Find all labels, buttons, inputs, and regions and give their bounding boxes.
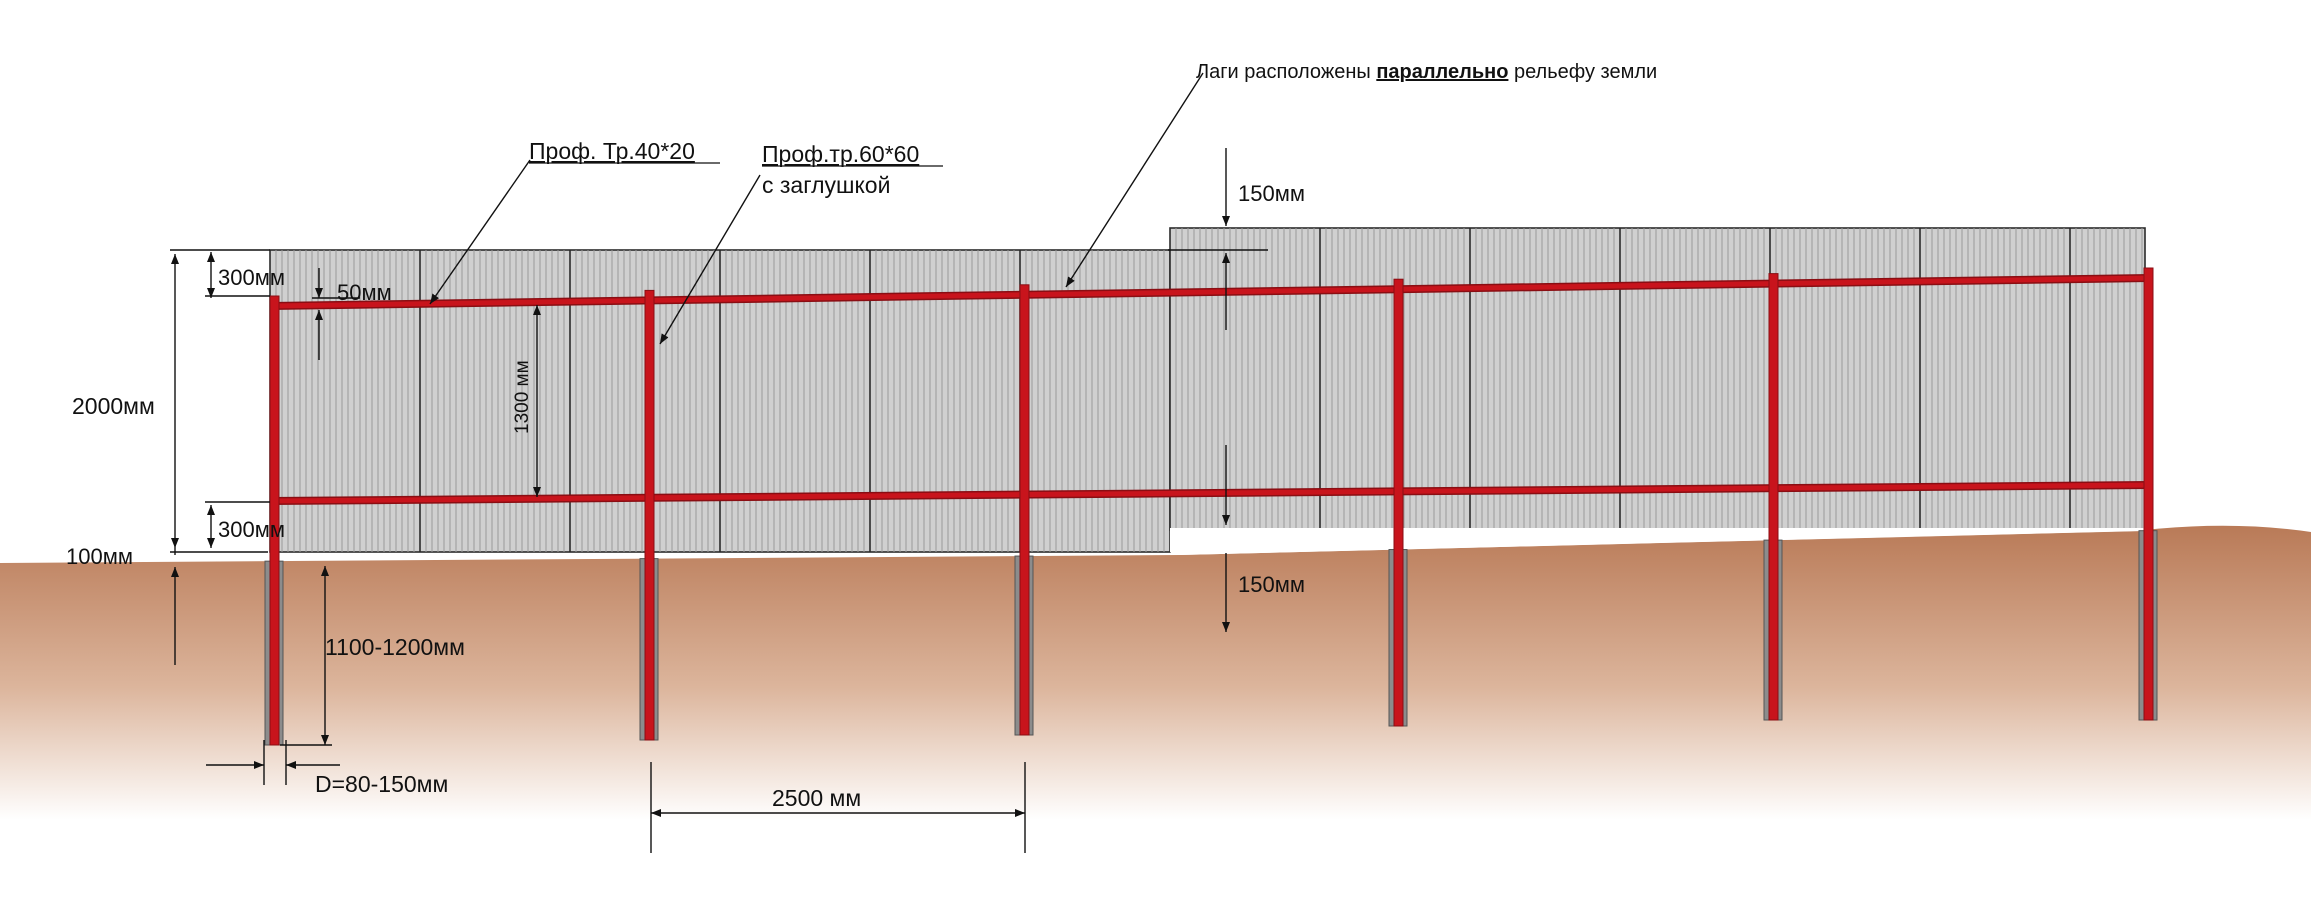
fence-post [269, 295, 280, 746]
rail-spacing-label: 1300 мм [512, 360, 533, 434]
upper-rail [269, 275, 2151, 309]
rail-gap-label: 50мм [337, 280, 392, 305]
fence-post [644, 289, 655, 741]
bottom-offset-label: 300мм [218, 517, 285, 542]
lagi-note: Лаги расположены параллельно рельефу зем… [1196, 61, 1657, 83]
fence-post [1019, 284, 1030, 736]
fence-sheets [269, 227, 2146, 555]
fence-post [1768, 273, 1779, 721]
step-bottom-label: 150мм [1238, 572, 1305, 597]
depth-label: 1100-1200мм [325, 634, 465, 660]
total-height-label: 2000мм [72, 393, 155, 419]
prof-small-label: Проф. Тр.40*20 [529, 138, 695, 164]
fence-posts [269, 267, 2154, 746]
dimension-lines [170, 72, 1268, 853]
lower-rail [269, 482, 2151, 504]
prof-big-sublabel: с заглушкой [762, 172, 890, 198]
fence-rails [269, 273, 2151, 506]
ground-soil [0, 525, 2311, 820]
step-top-label: 150мм [1238, 181, 1305, 206]
post-spacing-label: 2500 мм [772, 785, 861, 811]
fence-post [2143, 267, 2154, 721]
fence-post [1393, 278, 1404, 727]
ground-gap-label: 100мм [66, 544, 133, 569]
top-offset-label: 300мм [218, 265, 285, 290]
prof-big-label: Проф.тр.60*60 [762, 141, 919, 167]
diameter-label: D=80-150мм [315, 771, 448, 797]
